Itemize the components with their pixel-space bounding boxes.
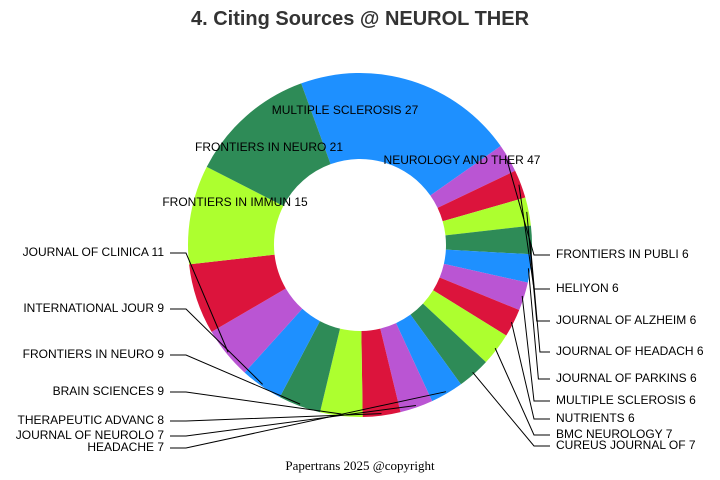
leader-lines-group: [170, 158, 550, 449]
slice-label-15: INTERNATIONAL JOUR 9: [23, 301, 164, 315]
slice-label-6: MULTIPLE SCLEROSIS 6: [556, 393, 696, 407]
slice-0: [301, 73, 501, 196]
footer-copyright: Papertrans 2025 @copyright: [285, 458, 435, 473]
slice-label-2: HELIYON 6: [556, 281, 619, 295]
labels-group: NEUROLOGY AND THER 47 FRONTIERS IN PUBLI …: [16, 103, 704, 454]
leader-line-16: [170, 252, 229, 353]
chart-title: 4. Citing Sources @ NEUROL THER: [191, 8, 530, 30]
slice-label-13: BRAIN SCIENCES 9: [53, 384, 165, 398]
slice-label-5: JOURNAL OF PARKINS 6: [556, 371, 697, 385]
leader-line-12: [170, 413, 382, 422]
leader-line-4: [529, 239, 550, 353]
slice-5: [443, 249, 532, 283]
slice-9: [410, 303, 486, 385]
slice-label-18: FRONTIERS IN NEURO 21: [195, 140, 343, 154]
slice-label-19: MULTIPLE SCLEROSIS 27: [272, 103, 419, 117]
leader-line-1: [506, 158, 550, 256]
leader-line-8: [494, 347, 550, 436]
slice-label-3: JOURNAL OF ALZHEIM 6: [556, 313, 697, 327]
leader-line-11: [170, 405, 416, 437]
slice-label-14: FRONTIERS IN NEURO 9: [23, 347, 165, 361]
slice-label-1: FRONTIERS IN PUBLI 6: [556, 247, 689, 261]
leader-line-9: [472, 371, 550, 447]
slice-3: [442, 197, 531, 236]
slice-11: [380, 323, 433, 413]
slice-4: [445, 225, 532, 255]
slice-8: [422, 290, 507, 363]
slice-16: [211, 288, 303, 373]
slice-label-12: THERAPEUTIC ADVANC 8: [18, 413, 165, 427]
slice-label-11: JOURNAL OF NEUROLO 7: [16, 428, 165, 442]
leader-line-10: [170, 391, 447, 449]
slice-label-9: CUREUS JOURNAL OF 7: [556, 438, 696, 452]
leader-line-5: [527, 268, 550, 380]
slice-18: [188, 166, 284, 265]
leader-line-14: [170, 354, 301, 405]
leader-line-6: [521, 295, 550, 402]
slice-label-7: NUTRIENTS 6: [556, 411, 635, 425]
slice-15: [244, 308, 320, 398]
slice-label-0: NEUROLOGY AND THER 47: [384, 153, 541, 167]
slice-12: [361, 328, 401, 417]
slice-label-4: JOURNAL OF HEADACH 6: [556, 344, 704, 358]
slice-label-8: BMC NEUROLOGY 7: [556, 427, 673, 441]
slice-label-10: HEADACHE 7: [87, 440, 164, 454]
slice-13: [319, 328, 363, 418]
slice-14: [279, 321, 340, 413]
slice-17: [189, 254, 286, 332]
leader-line-7: [510, 322, 550, 420]
slice-10: [396, 314, 461, 402]
leader-line-15: [170, 308, 263, 385]
slice-7: [433, 277, 520, 336]
slice-1: [430, 146, 516, 208]
slice-label-16: JOURNAL OF CLINICA 11: [23, 245, 165, 259]
slice-label-17: FRONTIERS IN IMMUN 15: [162, 195, 308, 209]
leader-line-13: [170, 391, 342, 415]
slices-group: [188, 73, 532, 418]
slice-6: [439, 263, 528, 311]
slice-2: [437, 170, 526, 222]
slice-19: [206, 83, 331, 206]
